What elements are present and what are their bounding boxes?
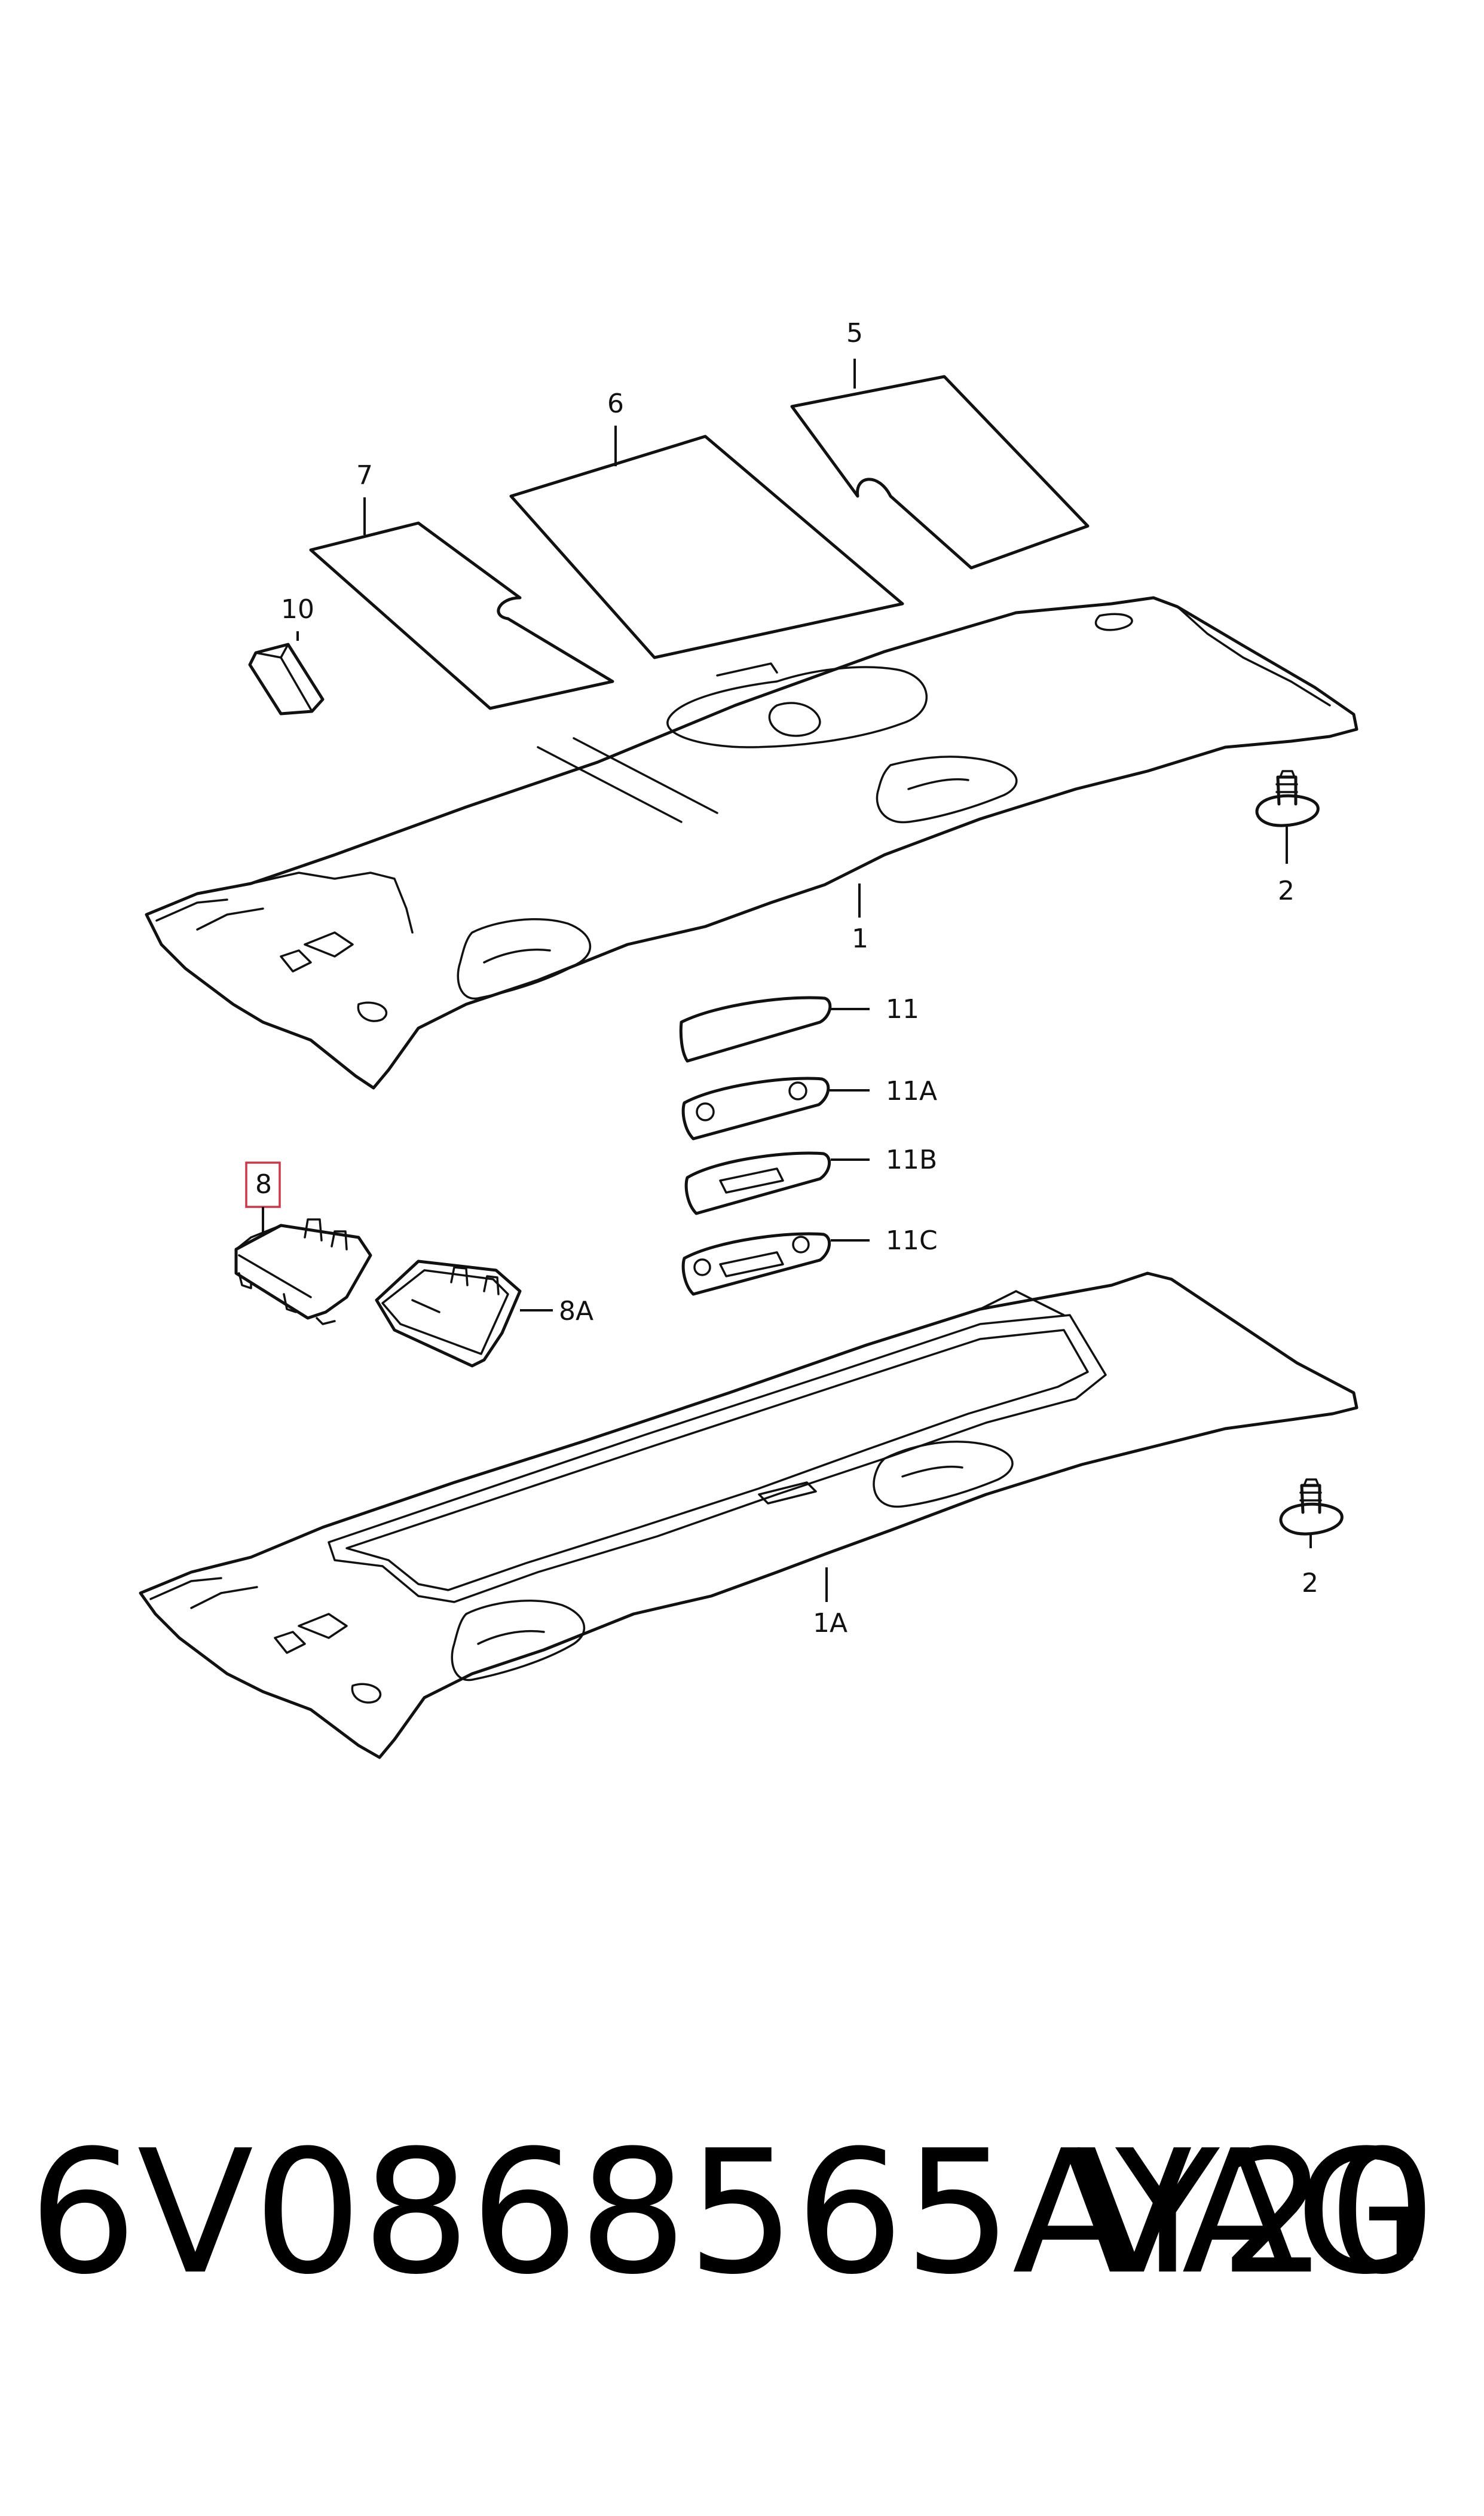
callout-11b: 11B [886, 1145, 937, 1175]
callout-2-top: 2 [1278, 876, 1295, 906]
part-number: 6V0868565AY20 [29, 2114, 1437, 2312]
callout-6: 6 [607, 389, 624, 419]
callout-10: 10 [281, 594, 314, 625]
exploded-view-svg: 5 6 7 10 1 [139, 318, 1358, 1759]
callout-7: 7 [356, 460, 373, 491]
callout-1a: 1A [813, 1608, 847, 1638]
callout-5: 5 [846, 318, 863, 348]
callout-8a: 8A [559, 1296, 593, 1326]
callout-2-bottom: 2 [1302, 1568, 1318, 1598]
part-11-cover: 11 [679, 994, 919, 1063]
part-1a-headliner-sunroof: 1A [139, 1271, 1358, 1759]
callout-11c: 11C [886, 1225, 938, 1256]
part-11c-cover: 11C [681, 1225, 938, 1296]
part-1-headliner: 1 [145, 596, 1358, 1090]
brand-label: VAG [1076, 2114, 1427, 2312]
footer: 6V0868565AY20 VAG [0, 2128, 1484, 2379]
callout-11a: 11A [886, 1076, 937, 1106]
part-11b-cover: 11B [684, 1145, 937, 1215]
part-7-pad: 7 [309, 460, 614, 710]
part-2-clip-top: 2 [1255, 770, 1320, 906]
part-2-clip-bottom: 2 [1279, 1478, 1344, 1598]
part-6-pad: 6 [509, 389, 904, 659]
part-8a-light-frame: 8A [375, 1259, 593, 1368]
parts-diagram: 5 6 7 10 1 [139, 318, 1358, 1759]
part-5-pad: 5 [790, 318, 1090, 570]
part-10-foam-strip: 10 [248, 594, 325, 716]
callout-8: 8 [255, 1169, 272, 1200]
callout-11: 11 [886, 994, 919, 1025]
part-8-light-module: 8 [234, 1161, 372, 1325]
callout-1: 1 [852, 924, 868, 954]
part-11a-cover: 11A [681, 1076, 937, 1141]
